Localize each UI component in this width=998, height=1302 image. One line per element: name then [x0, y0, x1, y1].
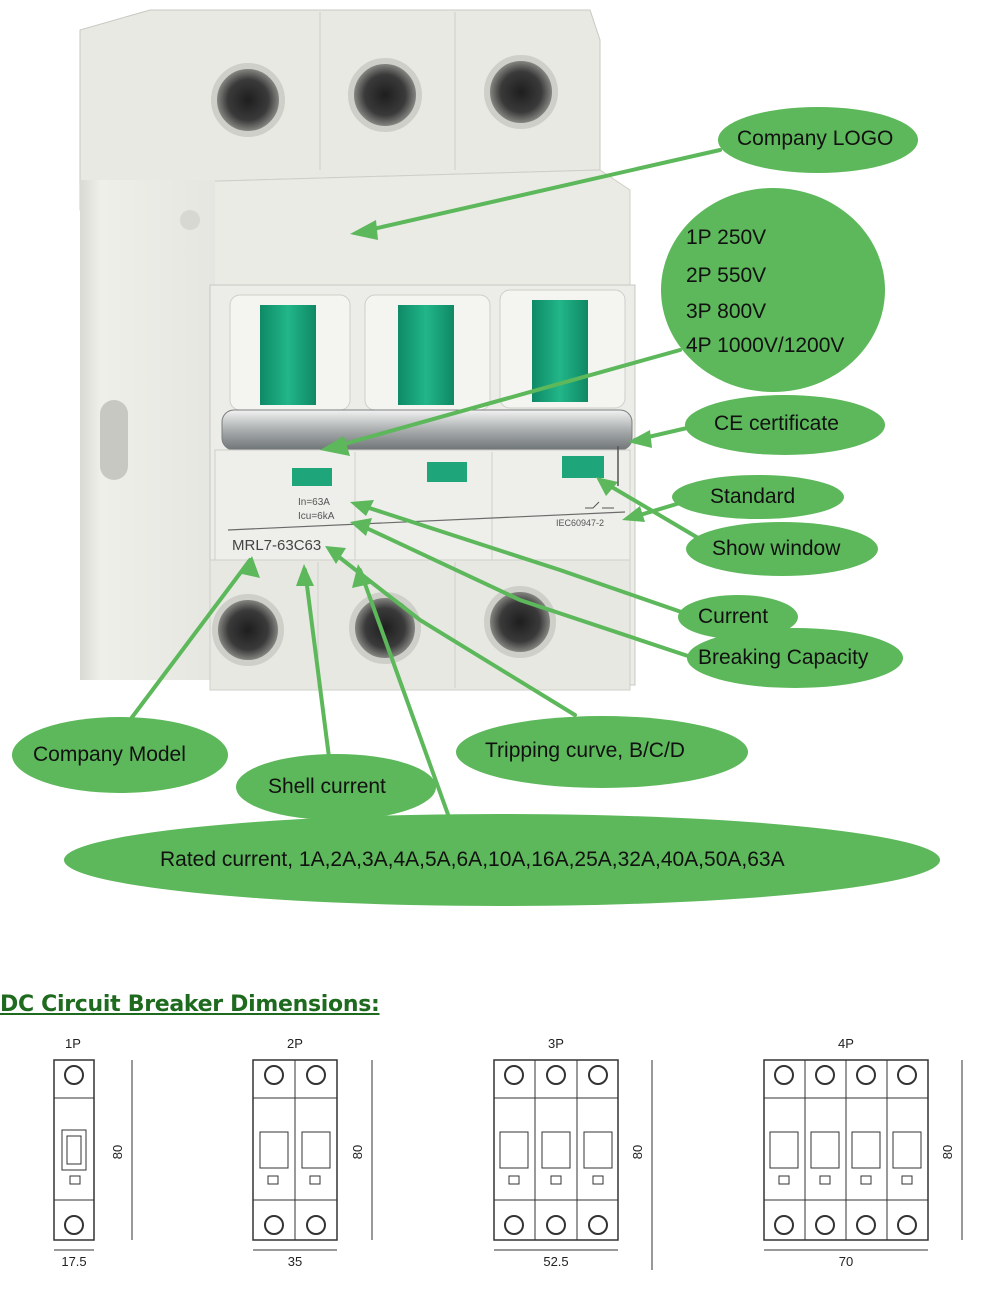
dimension-view-1p: 1P 80 17.5	[53, 1036, 133, 1269]
callout-voltage-2p: 2P 550V	[686, 264, 767, 287]
circuit-breaker-illustration: In=63A Icu=6kA MRL7-63C63 IEC60947-2	[79, 9, 636, 691]
in-rating-print: In=63A	[298, 497, 330, 508]
view-height-2p: 80	[350, 1145, 365, 1159]
view-height-4p: 80	[940, 1145, 955, 1159]
callout-breaking-capacity: Breaking Capacity	[698, 646, 869, 669]
callout-voltage-4p: 4P 1000V/1200V	[686, 334, 845, 357]
callout-ce-certificate: CE certificate	[714, 412, 839, 435]
dimension-view-3p: 3P 80 52.5	[493, 1036, 653, 1270]
dimension-drawings: 1P 80 17.5 2P	[53, 1036, 963, 1270]
callout-tripping-curve: Tripping curve, B/C/D	[485, 739, 685, 762]
callout-current: Current	[698, 605, 769, 628]
callout-rated-current: Rated current, 1A,2A,3A,4A,5A,6A,10A,16A…	[160, 848, 785, 871]
bubble-company-logo	[718, 107, 918, 173]
bubble-breaking	[687, 628, 903, 688]
dimension-view-2p: 2P 80 35	[252, 1036, 373, 1269]
callout-company-model: Company Model	[33, 743, 186, 766]
view-label-3p: 3P	[548, 1036, 564, 1051]
view-label-2p: 2P	[287, 1036, 303, 1051]
dimension-view-4p: 4P 80 70	[763, 1036, 963, 1269]
callout-shell-current: Shell current	[268, 775, 386, 798]
bubble-ce	[685, 395, 885, 455]
bubble-standard	[672, 475, 844, 519]
view-width-3p: 52.5	[543, 1254, 568, 1269]
view-label-4p: 4P	[838, 1036, 854, 1051]
bubble-company-model	[12, 717, 228, 793]
callout-bubbles	[12, 107, 940, 906]
standard-print: IEC60947-2	[556, 518, 604, 528]
bubble-current	[678, 595, 798, 639]
callout-company-logo: Company LOGO	[737, 127, 894, 150]
view-height-3p: 80	[630, 1145, 645, 1159]
view-width-1p: 17.5	[61, 1254, 86, 1269]
callout-show-window: Show window	[712, 537, 841, 560]
view-height-1p: 80	[110, 1145, 125, 1159]
bubble-rated-current	[64, 814, 940, 906]
bubble-show-window	[686, 522, 878, 576]
model-print: MRL7-63C63	[232, 537, 321, 554]
pointer-arrowheads	[242, 220, 652, 588]
bubble-voltage	[661, 188, 885, 392]
dimensions-heading: DC Circuit Breaker Dimensions:	[0, 992, 380, 1017]
callout-voltage-3p: 3P 800V	[686, 300, 767, 323]
bubble-tripping	[456, 716, 748, 788]
bubble-shell-current	[236, 754, 436, 820]
callout-standard: Standard	[710, 485, 796, 508]
view-width-4p: 70	[839, 1254, 853, 1269]
icu-rating-print: Icu=6kA	[298, 511, 335, 522]
view-width-2p: 35	[288, 1254, 302, 1269]
view-label-1p: 1P	[65, 1036, 81, 1051]
callout-voltage-1p: 1P 250V	[686, 226, 767, 249]
